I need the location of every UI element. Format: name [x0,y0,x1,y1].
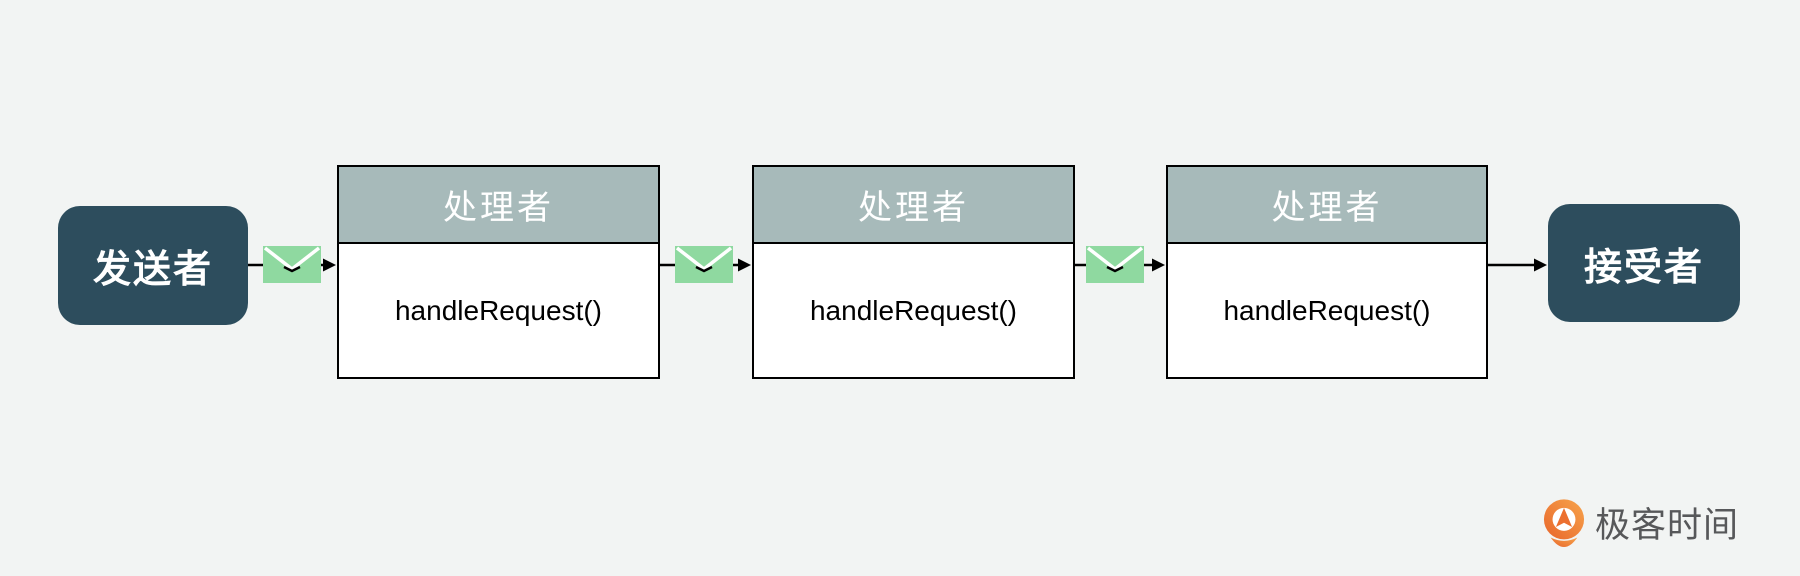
connector-handler3-to-receiver [1488,258,1547,272]
handler-2-header: 处理者 [754,167,1073,244]
arrowhead-icon [1534,258,1547,272]
envelope-icon [1086,246,1144,283]
handler-1-method: handleRequest() [394,294,603,326]
sender-label: 发送者 [92,249,213,291]
arrowhead-icon [738,258,751,272]
receiver-node: 接受者 [1548,204,1740,322]
geektime-logo-icon [1543,499,1585,548]
handler-3-title: 处理者 [1271,189,1383,227]
handler-1-title: 处理者 [443,189,554,227]
connector-handler1-to-handler2 [660,246,751,283]
connector-sender-to-handler1 [248,246,336,283]
handler-box-2: 处理者 handleRequest() [752,165,1075,379]
handler-2-body: handleRequest() [754,244,1073,377]
connector-handler2-to-handler3 [1075,246,1165,283]
handler-box-1: 处理者 handleRequest() [337,165,660,379]
arrowhead-icon [1152,258,1165,272]
handler-2-method: handleRequest() [809,294,1018,326]
handler-1-body: handleRequest() [339,244,658,377]
handler-box-3: 处理者 handleRequest() [1166,165,1488,379]
handler-1-header: 处理者 [339,167,658,244]
receiver-label: 接受者 [1583,246,1704,289]
handler-3-body: handleRequest() [1168,244,1486,377]
arrowhead-icon [323,258,336,272]
envelope-icon [675,246,733,283]
handler-3-header: 处理者 [1168,167,1486,244]
envelope-icon [263,246,321,283]
brand-name: 极客时间 [1595,505,1740,545]
handler-3-method: handleRequest() [1223,294,1431,326]
brand-watermark: 极客时间 [1543,498,1739,556]
sender-node: 发送者 [58,206,248,325]
handler-2-title: 处理者 [858,189,969,227]
